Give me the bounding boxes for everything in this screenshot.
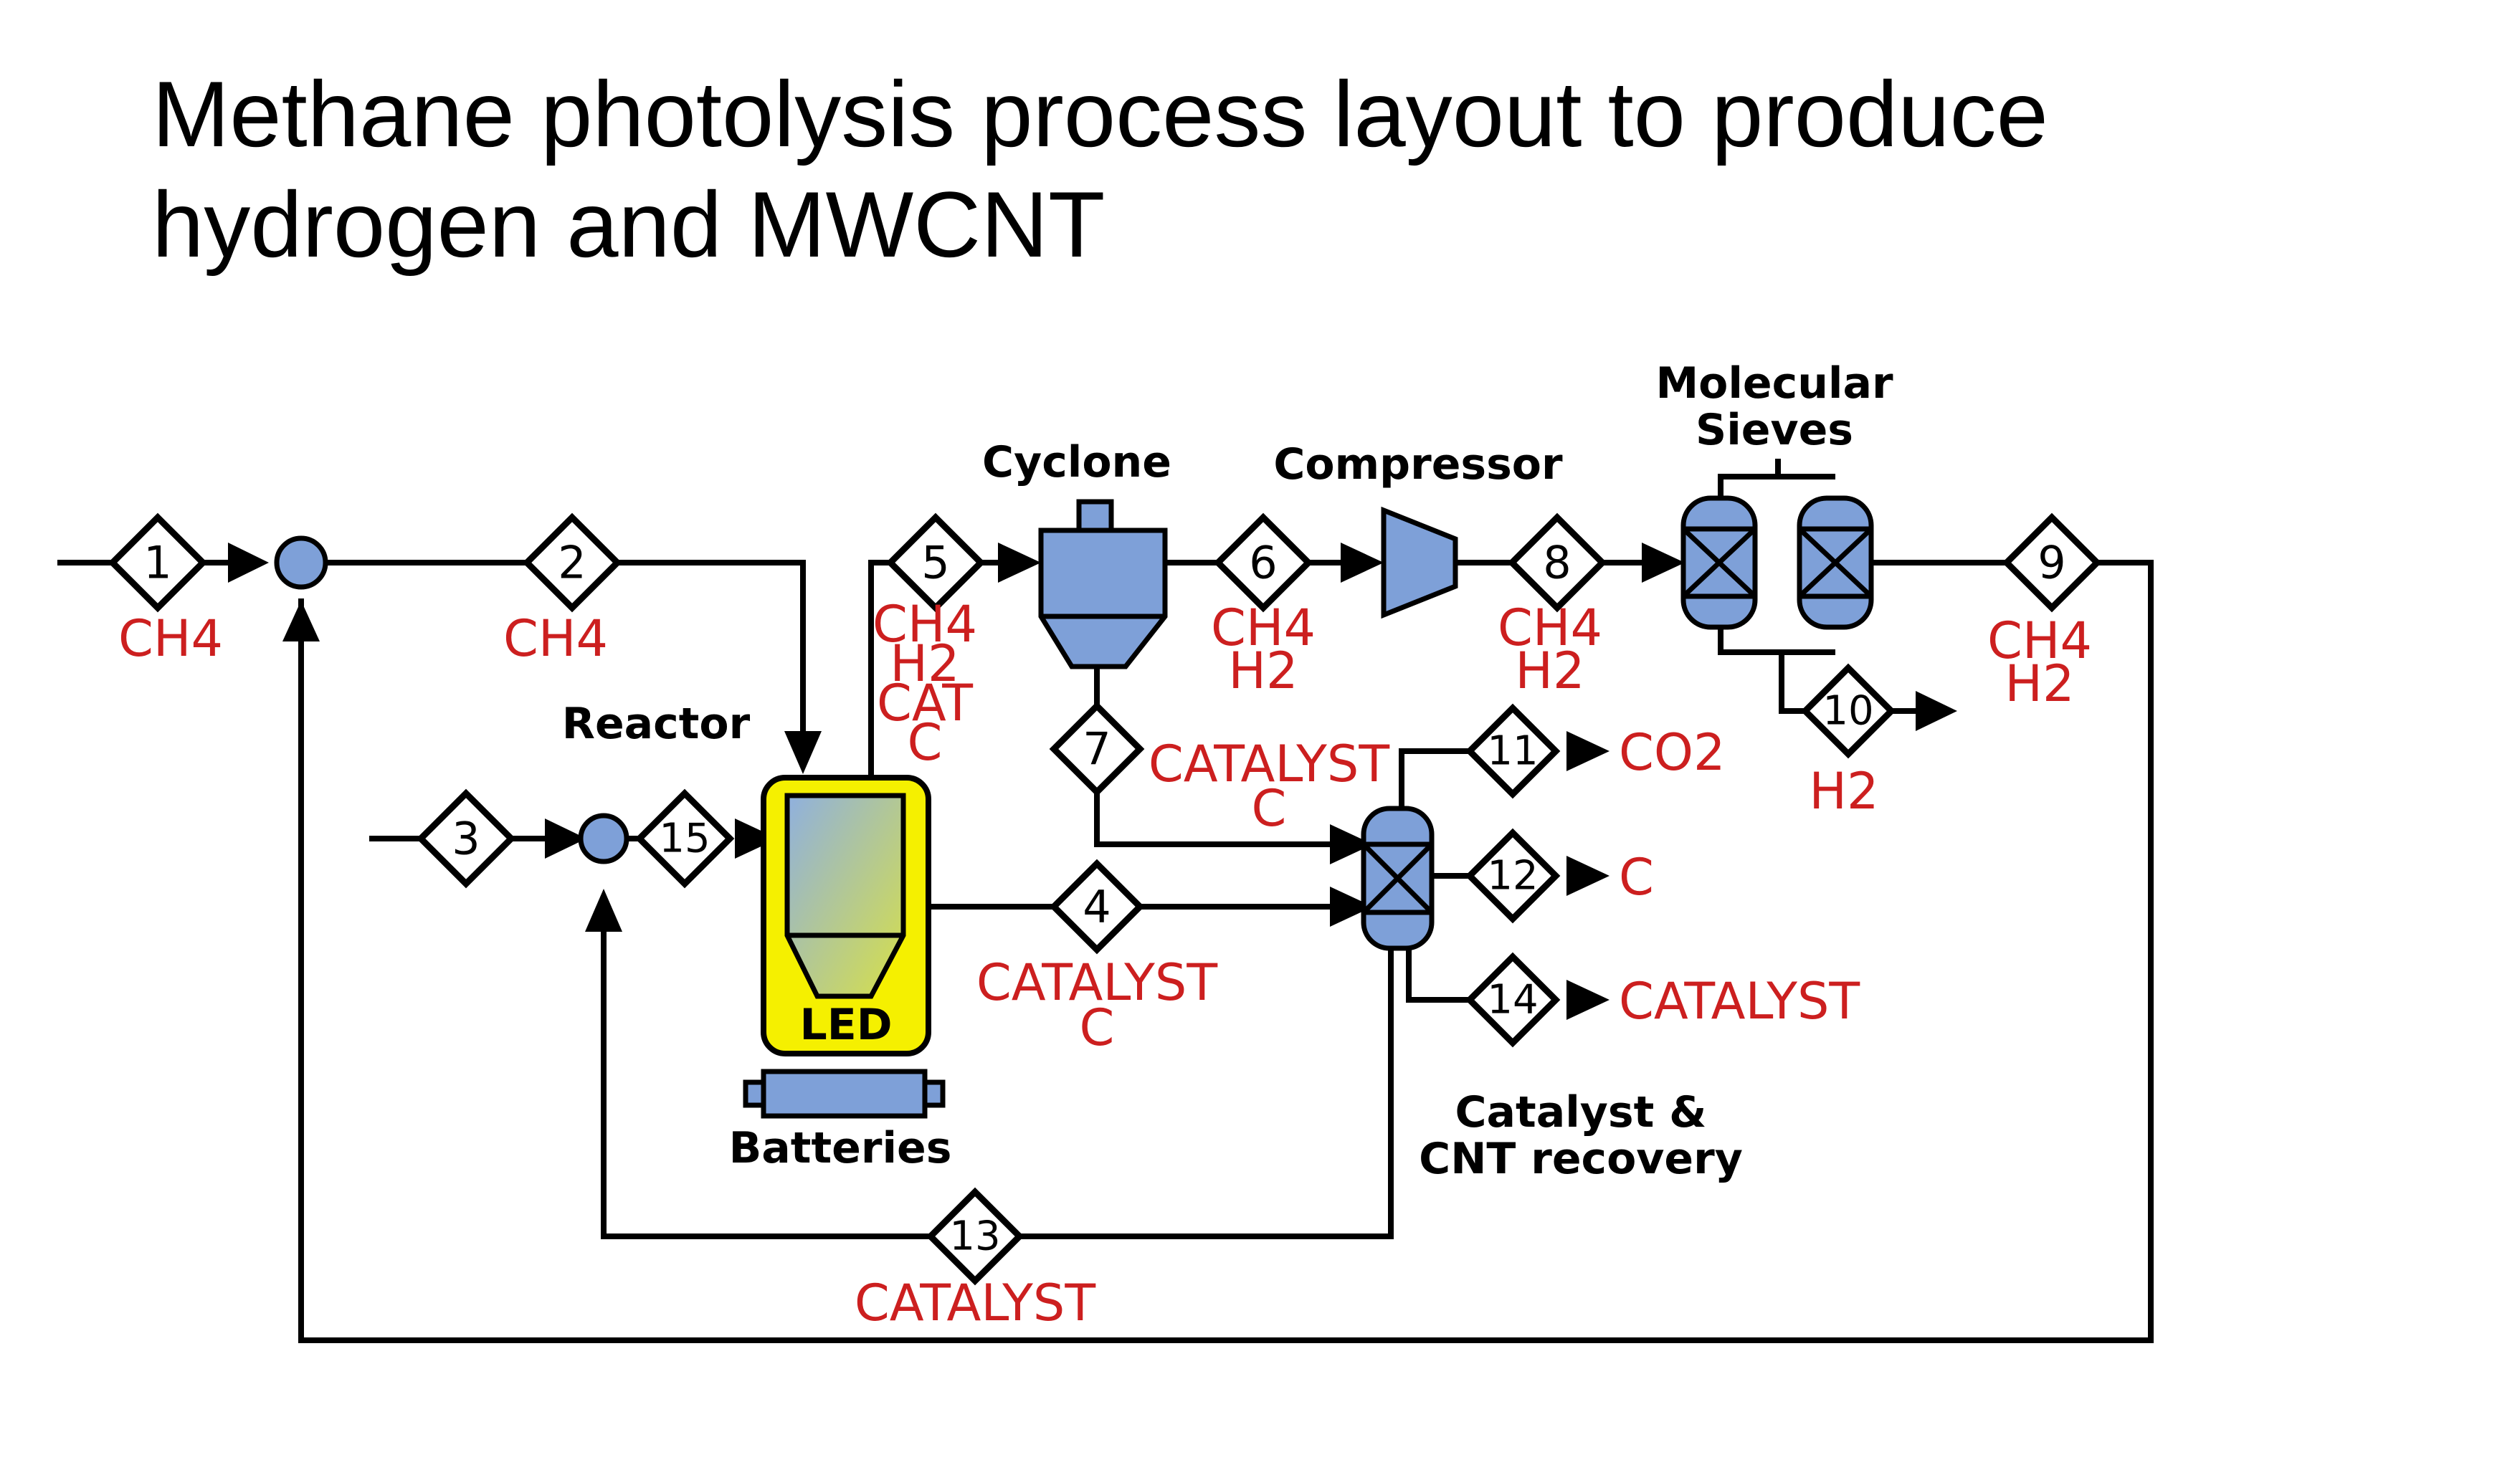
batteries-label: Batteries [729, 1123, 952, 1173]
compressor-label: Compressor [1273, 439, 1563, 490]
reactor-label: Reactor [562, 699, 751, 749]
cyclone-label: Cyclone [982, 437, 1171, 487]
arrow-out-11 [1566, 731, 1610, 771]
batteries [743, 1069, 946, 1119]
pipes [57, 459, 2154, 1343]
arrow-into-sieves [1642, 543, 1685, 583]
stream-2: 2 [522, 512, 622, 613]
recovery-label-line1: Catalyst & [1455, 1087, 1707, 1137]
reactor-vessel [784, 793, 906, 999]
stream-8-comp-2: H2 [1515, 641, 1584, 700]
svg-text:2: 2 [558, 537, 586, 589]
sieves-label-line1: Molecular [1655, 358, 1893, 409]
arrow-into-reactor-top [784, 731, 822, 774]
stream-9-comp-1: CH4 [1987, 611, 2092, 670]
svg-text:13: 13 [949, 1213, 1000, 1260]
compressor [1381, 506, 1458, 619]
stream-5-comp-4: C [908, 713, 943, 772]
stream-14: 14 [1465, 952, 1561, 1048]
led-label: LED [799, 1000, 892, 1050]
battery-terminal-left [743, 1079, 766, 1108]
stream-12-comp: C [1619, 848, 1654, 907]
stream-6-comp-2: H2 [1228, 641, 1298, 700]
stream-8: 8 [1507, 512, 1607, 613]
mixer-1 [274, 535, 328, 590]
stream-5-comp-1: CH4 [873, 595, 977, 654]
stream-11-comp: CO2 [1619, 723, 1726, 782]
stream-7-comp-2: C [1252, 779, 1287, 838]
recovery-label-line2: CNT recovery [1419, 1134, 1743, 1184]
arrow-into-cyclone [998, 543, 1041, 583]
arrow-out-10 [1916, 691, 1957, 731]
stream-15: 15 [634, 788, 735, 889]
svg-text:5: 5 [921, 537, 949, 589]
svg-text:3: 3 [452, 813, 480, 865]
stream-11: 11 [1465, 703, 1561, 799]
svg-text:4: 4 [1083, 881, 1111, 933]
stream-4-comp-1: CATALYST [976, 953, 1217, 1012]
svg-text:10: 10 [1822, 688, 1873, 735]
arrow-out-12 [1566, 856, 1610, 896]
stream-5-comp-2: H2 [890, 634, 959, 693]
svg-text:1: 1 [143, 537, 171, 589]
battery-terminal-right [922, 1079, 946, 1108]
stream-5-comp-3: CAT [877, 674, 973, 732]
stream-labels: CH4 CH4 CH4 H2 CAT C CH4 H2 CH4 H2 CH4 H… [118, 595, 2092, 1332]
arrow-into-reactor-side [735, 819, 778, 859]
arrow-out-14 [1566, 980, 1610, 1020]
stream-6: 6 [1213, 512, 1313, 613]
svg-text:7: 7 [1083, 723, 1111, 776]
arrow-into-recovery-4 [1330, 887, 1373, 927]
svg-text:11: 11 [1487, 728, 1538, 775]
stream-9: 9 [2002, 512, 2102, 613]
mixer-2 [578, 813, 629, 864]
molecular-sieves [1680, 495, 1874, 630]
stream-10-comp: H2 [1809, 762, 1878, 821]
arrow-recycle-up [282, 601, 320, 641]
svg-text:14: 14 [1487, 977, 1538, 1023]
stream-13-comp: CATALYST [855, 1274, 1095, 1332]
arrow-recycle-13-up [585, 889, 622, 932]
stream-8-comp-1: CH4 [1498, 598, 1602, 657]
stream-2-comp: CH4 [503, 609, 608, 668]
arrowheads [228, 543, 1957, 1020]
arrow-into-compressor [1341, 543, 1384, 583]
svg-text:12: 12 [1487, 853, 1538, 899]
stream-3: 3 [416, 788, 516, 889]
battery-body [761, 1069, 928, 1119]
svg-text:8: 8 [1543, 537, 1571, 589]
stream-14-comp: CATALYST [1619, 972, 1860, 1031]
stream-7: 7 [1049, 701, 1145, 797]
page-title: Methane photolysis process layout to pro… [152, 62, 2048, 277]
svg-text:9: 9 [2038, 537, 2065, 589]
stream-6-comp-1: CH4 [1211, 598, 1316, 657]
stream-13: 13 [926, 1187, 1024, 1286]
stream-4-comp-2: C [1080, 998, 1115, 1057]
cyclone [1038, 499, 1168, 669]
stream-1-comp: CH4 [118, 609, 223, 668]
svg-text:6: 6 [1249, 537, 1277, 589]
stream-1: 1 [108, 512, 208, 613]
stream-5: 5 [885, 512, 986, 613]
stream-9-comp-2: H2 [2005, 654, 2074, 713]
stream-7-comp-1: CATALYST [1149, 735, 1389, 793]
arrow-into-mixer-1 [228, 543, 269, 583]
stream-12: 12 [1465, 828, 1561, 924]
stream-10: 10 [1800, 663, 1896, 759]
catalyst-cnt-recovery [1361, 806, 1435, 951]
sieves-label-line2: Sieves [1696, 405, 1853, 455]
svg-text:15: 15 [659, 816, 710, 862]
reactor: LED [761, 775, 931, 1056]
arrow-into-mixer-2 [545, 819, 586, 859]
arrow-into-recovery-7 [1330, 824, 1373, 864]
stream-4: 4 [1049, 859, 1145, 955]
